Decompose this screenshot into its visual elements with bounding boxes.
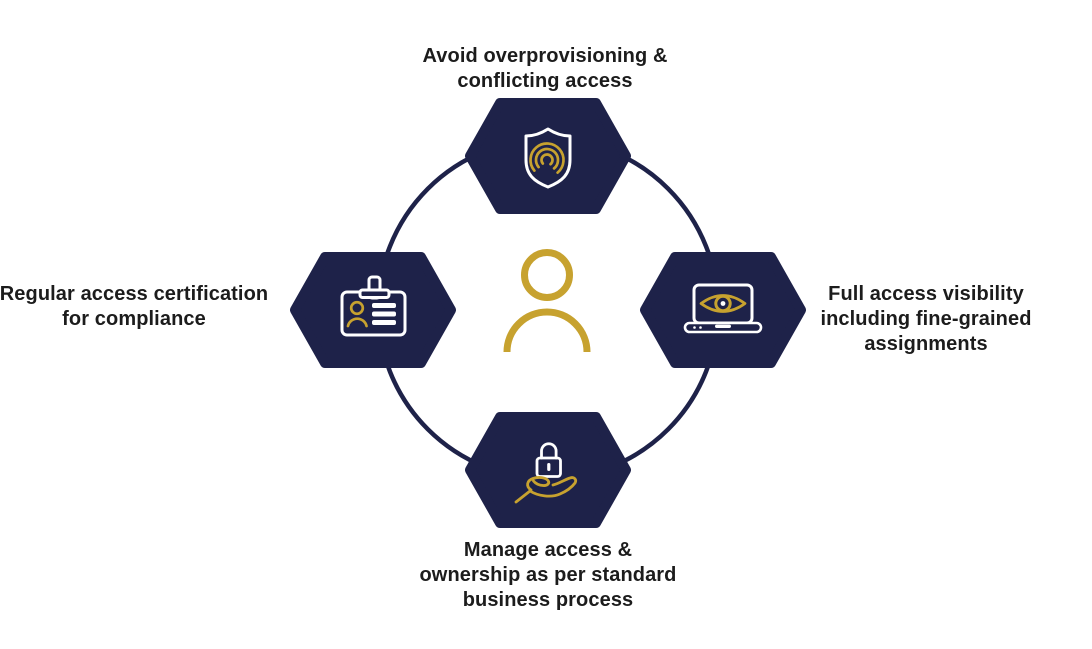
person-icon <box>503 249 591 353</box>
fingerprint-icon <box>529 142 565 174</box>
hex-node-right <box>640 252 806 368</box>
hex-node-left <box>290 252 456 368</box>
hexagon-shape <box>290 252 456 368</box>
hand-icon <box>514 476 578 504</box>
lock-shackle-icon <box>540 442 558 460</box>
id-badge-icon <box>340 275 407 337</box>
node-label-top: Avoid overprovisioning & conflicting acc… <box>422 45 668 92</box>
node-label-bottom: Manage access & ownership as per standar… <box>419 539 677 611</box>
node-label-right: Full access visibility including fine-gr… <box>820 283 1032 355</box>
laptop-eye-icon <box>683 283 763 334</box>
eye-icon <box>699 294 747 313</box>
hex-node-top <box>465 98 631 214</box>
hex-node-bottom <box>465 412 631 528</box>
lock-hand-icon <box>514 442 578 504</box>
node-label-left: Regular access certification for complia… <box>0 283 269 330</box>
hexagon-shape <box>465 98 631 214</box>
shield-fingerprint-icon <box>524 127 572 189</box>
badge-person-icon <box>349 300 365 316</box>
